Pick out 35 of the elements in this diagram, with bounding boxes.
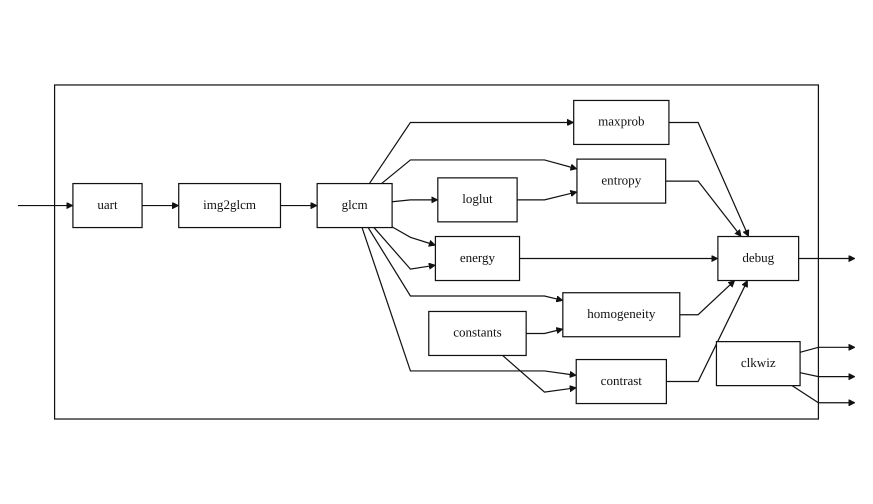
arrow	[502, 355, 577, 393]
node-box: loglut	[437, 177, 518, 222]
node-box: img2glcm	[178, 182, 282, 228]
arrow	[798, 254, 856, 262]
node-box: uart	[72, 182, 143, 228]
node-box: glcm	[316, 182, 393, 228]
arrow	[142, 202, 180, 210]
arrow	[680, 280, 736, 316]
arrow	[666, 180, 742, 237]
arrow	[800, 344, 856, 353]
arrow	[18, 202, 74, 210]
arrow	[368, 227, 564, 302]
arrow	[368, 118, 574, 184]
arrow	[520, 254, 718, 262]
node-box: energy	[434, 236, 520, 282]
arrow	[526, 327, 564, 334]
arrow	[517, 190, 578, 200]
arrow	[373, 227, 436, 270]
arrow	[381, 159, 578, 184]
node-box: contrast	[576, 358, 667, 404]
arrow	[361, 227, 577, 378]
arrow	[392, 226, 436, 247]
node-box: maxprob	[573, 100, 670, 146]
arrow	[392, 196, 438, 204]
cluster	[54, 84, 820, 420]
node-box: entropy	[576, 158, 666, 204]
arrow	[666, 280, 748, 382]
arrow	[280, 202, 318, 210]
arrow	[800, 372, 856, 380]
node-box: debug	[717, 236, 800, 282]
arrow	[668, 122, 750, 237]
node-box: homogeneity	[562, 292, 680, 338]
node-box: clkwiz	[716, 341, 801, 386]
node-box: constants	[428, 310, 527, 356]
arrow	[792, 385, 856, 406]
